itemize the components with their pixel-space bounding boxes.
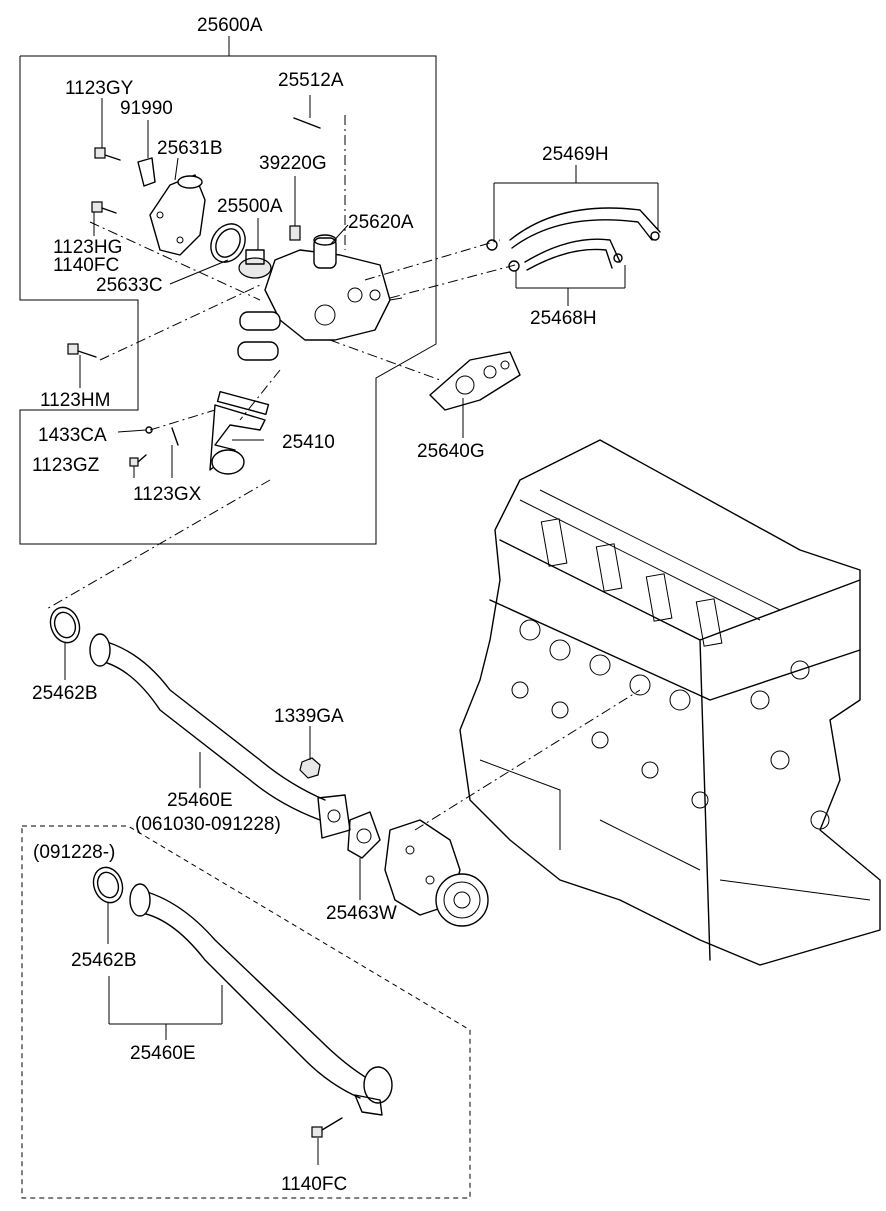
hose-25469h xyxy=(493,165,661,249)
labels: 25600A 1123GY 91990 25631B 25512A 39220G… xyxy=(32,15,609,1195)
label-1123gy: 1123GY xyxy=(65,78,134,99)
bolt-variant xyxy=(311,1117,343,1165)
label-1123gx: 1123GX xyxy=(133,484,202,505)
thermostat xyxy=(238,249,272,279)
oring-25462b xyxy=(49,606,81,644)
label-91990: 91990 xyxy=(120,98,173,119)
stud-25512a xyxy=(293,95,321,129)
sensor-39220g xyxy=(289,176,301,241)
gasket-25640g xyxy=(429,351,521,411)
oring-variant xyxy=(92,866,124,904)
label-25460e: 25460E xyxy=(167,790,233,811)
label-1339ga: 1339GA xyxy=(274,706,344,727)
gasket-25633c xyxy=(210,223,246,263)
pipe-variant xyxy=(129,883,393,1116)
bracket-91990 xyxy=(137,157,156,187)
label-1140fc: 1140FC xyxy=(53,255,119,276)
variant-frame xyxy=(21,825,471,1199)
bolt-1123hg xyxy=(91,201,117,214)
label-25620a: 25620A xyxy=(348,212,414,233)
thermostat-housing xyxy=(237,234,403,361)
label-1123gz: 1123GZ xyxy=(32,455,100,476)
label-25640g: 25640G xyxy=(417,441,485,462)
hose-25468h xyxy=(515,238,626,306)
fitting-25631b xyxy=(149,174,206,256)
water-pump xyxy=(384,819,489,927)
bolt-1123gx xyxy=(171,427,179,446)
bolt-1123gz xyxy=(129,454,147,467)
label-variant-date: (091228-) xyxy=(33,842,115,863)
label-1123hg: 1123HG xyxy=(53,237,122,258)
label-25463w: 25463W xyxy=(326,903,397,924)
pipe-25410 xyxy=(209,390,270,475)
label-25468h: 25468H xyxy=(530,308,597,329)
label-25512a: 25512A xyxy=(278,70,344,91)
label-25462b-top: 25462B xyxy=(32,683,98,704)
nut-1339ga xyxy=(299,757,321,779)
label-25410: 25410 xyxy=(282,432,335,453)
leader-lines xyxy=(64,98,464,944)
label-25633c: 25633C xyxy=(96,275,163,296)
label-25460e-range: (061030-091228) xyxy=(135,814,281,835)
bolt-1123gy xyxy=(94,147,121,161)
variant-bracket xyxy=(108,976,223,1040)
engine-block xyxy=(459,439,881,966)
label-25462b-variant: 25462B xyxy=(71,950,137,971)
label-25600a: 25600A xyxy=(197,15,263,36)
label-1140fc-variant: 1140FC xyxy=(281,1174,347,1195)
label-25469h: 25469H xyxy=(542,144,609,165)
label-1433ca: 1433CA xyxy=(38,425,107,446)
label-1123hm: 1123HM xyxy=(40,390,110,411)
label-25460e-variant: 25460E xyxy=(130,1043,196,1064)
label-25631b: 25631B xyxy=(157,138,223,159)
assembly-frame xyxy=(19,36,437,545)
gasket-25463w xyxy=(347,811,381,859)
hose-clamp xyxy=(486,231,660,272)
label-39220g: 39220G xyxy=(259,153,327,174)
center-lines xyxy=(44,115,641,831)
bolt-1123hm xyxy=(67,343,97,358)
label-25500a: 25500A xyxy=(217,196,283,217)
